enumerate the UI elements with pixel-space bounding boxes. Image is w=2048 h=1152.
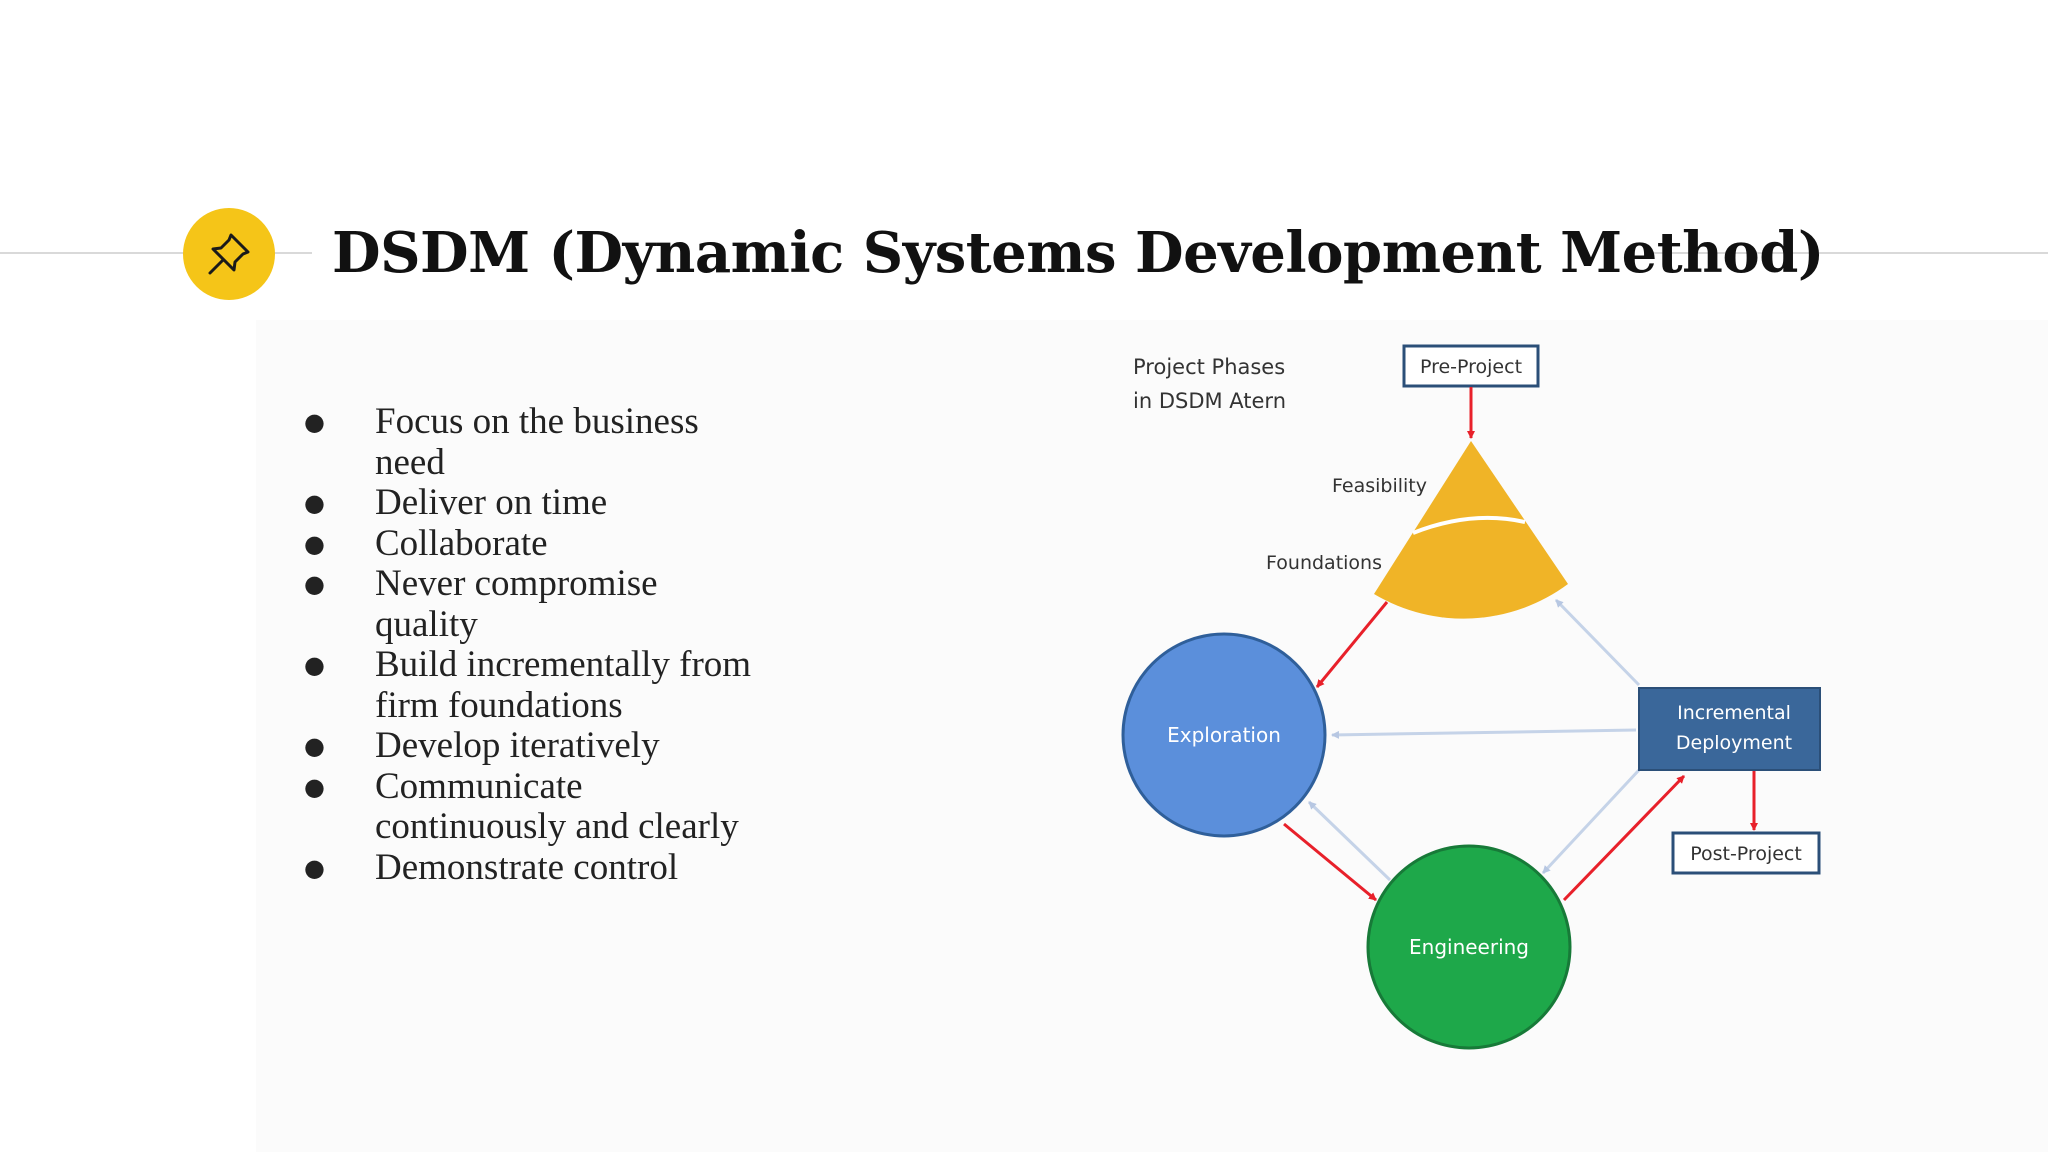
list-item: ● Focus on the business need — [300, 401, 760, 483]
dsdm-phases-diagram: Exploration Engineering Incremental Depl… — [1121, 344, 1821, 1050]
list-item-text: Deliver on time — [375, 482, 608, 523]
list-item: ● Demonstrate control — [300, 846, 760, 889]
principles-list: ● Focus on the business need ● Deliver on … — [300, 401, 760, 889]
arrow-engineering-to-exploration — [1307, 800, 1392, 882]
feasibility-foundations-fan — [1374, 441, 1568, 619]
arrow-exploration-to-engineering — [1283, 822, 1377, 902]
list-item: ● Develop iteratively — [300, 725, 760, 767]
list-item: ● Communicate continuously and clearly — [300, 765, 760, 848]
pushpin-badge — [183, 208, 275, 300]
title-background — [312, 210, 1652, 294]
diagram-caption-line2: in DSDM Atern — [1133, 389, 1286, 413]
bullet-icon: ● — [304, 732, 325, 760]
incremental-deployment-box — [1638, 687, 1821, 771]
post-project-box — [1671, 831, 1821, 875]
list-item-text: Communicate continuously and clearly — [375, 765, 739, 847]
list-item: ● Build incrementally from firm foundatio… — [300, 644, 760, 726]
exploration-circle — [1121, 632, 1327, 838]
list-item: ● Deliver on time — [300, 482, 760, 524]
bullet-icon: ● — [304, 408, 325, 436]
list-item: ● Never compromise quality — [300, 563, 760, 645]
pre-project-box — [1402, 344, 1540, 388]
pushpin-icon — [208, 233, 250, 275]
bullet-icon: ● — [304, 772, 325, 801]
deployment-label-line1: Incremental — [1677, 702, 1791, 724]
arrow-deployment-to-engineering — [1541, 768, 1641, 875]
list-item-text: Never compromise quality — [375, 563, 658, 645]
feasibility-label: Feasibility — [1332, 475, 1427, 497]
fan-divider — [1412, 515, 1526, 535]
arrow-foundations-to-exploration — [1315, 601, 1389, 688]
pre-project-label: Pre-Project — [1420, 356, 1522, 378]
diagram-caption-line1: Project Phases — [1133, 355, 1285, 379]
post-project-label: Post-Project — [1690, 843, 1802, 865]
list-item: ● Collaborate — [300, 522, 760, 565]
list-item-text: Collaborate — [375, 522, 548, 564]
exploration-label: Exploration — [1167, 723, 1281, 747]
bullet-icon: ● — [304, 529, 325, 558]
arrow-deployment-to-exploration — [1331, 728, 1637, 739]
bullet-icon: ● — [304, 853, 325, 882]
arrow-engineering-to-deployment — [1562, 774, 1686, 902]
list-item-text: Develop iteratively — [375, 725, 660, 766]
bullet-icon: ● — [304, 570, 325, 598]
engineering-label: Engineering — [1409, 935, 1529, 959]
arrow-deployment-to-foundations — [1554, 598, 1641, 687]
list-item-text: Build incrementally from firm foundation… — [375, 644, 752, 726]
deployment-label-line2: Deployment — [1676, 732, 1792, 754]
slide-title: DSDM (Dynamic Systems Development Method… — [332, 220, 1824, 286]
bullet-icon: ● — [304, 489, 325, 517]
list-item-text: Demonstrate control — [375, 846, 679, 888]
foundations-label: Foundations — [1266, 552, 1382, 574]
list-item-text: Focus on the business need — [375, 401, 699, 483]
bullet-icon: ● — [304, 651, 325, 679]
engineering-circle — [1366, 844, 1572, 1050]
